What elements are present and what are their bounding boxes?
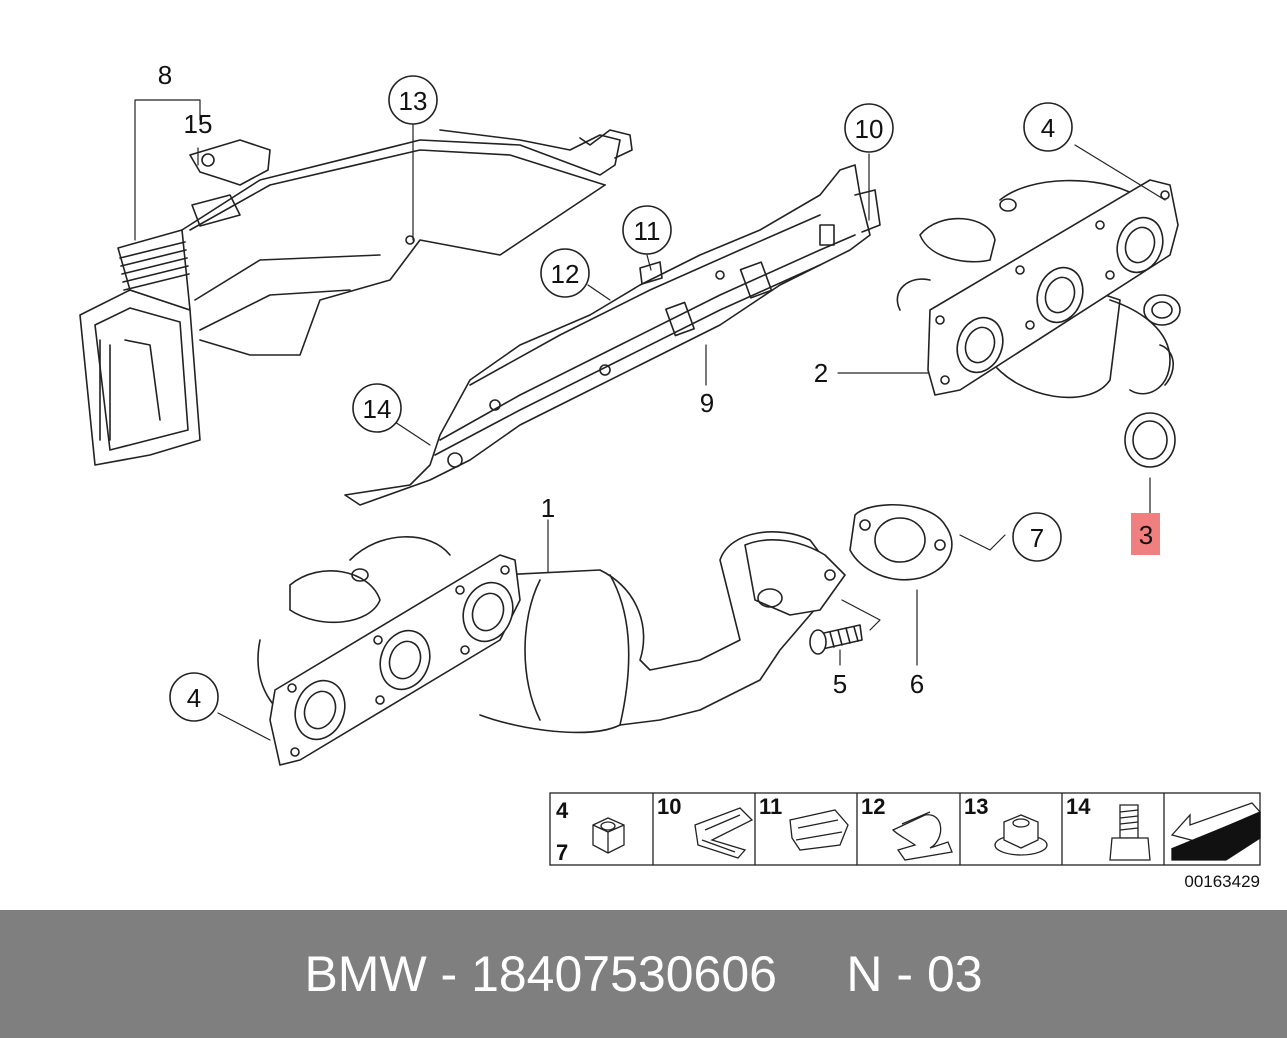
small-parts-legend (549, 792, 1262, 866)
callout-4-top: 4 (1023, 102, 1073, 152)
flange-nut-icon (994, 814, 1048, 856)
legend-label-14: 14 (1066, 794, 1091, 819)
callout-10: 10 (844, 103, 894, 153)
bolt-part (809, 624, 863, 655)
callout-11: 11 (622, 205, 672, 255)
legend-label-13: 13 (964, 794, 988, 819)
svg-text:10: 10 (855, 114, 884, 144)
highlight-label-3: 3 (1131, 513, 1160, 555)
legend-label-12: 12 (861, 794, 885, 819)
svg-text:11: 11 (634, 216, 661, 246)
callout-7: 7 (1012, 512, 1062, 562)
svg-text:7: 7 (1030, 523, 1044, 553)
footer-bar: BMW - 18407530606 N - 03 (0, 910, 1287, 1038)
heat-shield-part (344, 164, 881, 506)
air-duct-part (79, 129, 633, 466)
sealing-ring-part (1124, 412, 1176, 468)
exhaust-manifold-front-part (257, 531, 846, 766)
label-1: 1 (541, 493, 555, 523)
bracket-clip-icon (891, 811, 953, 861)
legend-label-11: 11 (759, 794, 782, 819)
callout-4-bottom: 4 (169, 672, 219, 722)
label-15: 15 (184, 109, 213, 139)
callout-14: 14 (352, 383, 402, 433)
diagram-code: 00163429 (1184, 872, 1260, 891)
svg-text:4: 4 (1041, 113, 1055, 143)
label-8: 8 (158, 60, 172, 90)
label-2: 2 (814, 358, 828, 388)
exhaust-manifold-rear-part (896, 179, 1181, 399)
direction-arrow-icon (1170, 802, 1262, 861)
callout-13: 13 (388, 75, 438, 125)
svg-text:3: 3 (1139, 520, 1153, 550)
svg-text:13: 13 (399, 86, 428, 116)
svg-text:14: 14 (363, 394, 392, 424)
parts-diagram: 13 10 4 11 12 14 7 4 8 15 9 2 1 5 6 3 (79, 60, 1262, 891)
legend-label-4: 4 (556, 798, 569, 823)
clip-icon (789, 809, 849, 851)
callout-12: 12 (540, 248, 590, 298)
label-9: 9 (700, 388, 714, 418)
legend-label-10: 10 (657, 794, 681, 819)
label-5: 5 (833, 669, 847, 699)
leader-lines (134, 99, 1166, 741)
hex-nut-icon (592, 817, 625, 854)
svg-text:12: 12 (551, 259, 580, 289)
spring-clip-icon (694, 807, 754, 859)
legend-label-7: 7 (556, 840, 568, 865)
bolt-icon (1109, 804, 1151, 861)
flange-gasket-part (849, 503, 953, 581)
part-number-caption: BMW - 18407530606 N - 03 (304, 946, 983, 1002)
label-6: 6 (910, 669, 924, 699)
svg-text:4: 4 (187, 683, 201, 713)
